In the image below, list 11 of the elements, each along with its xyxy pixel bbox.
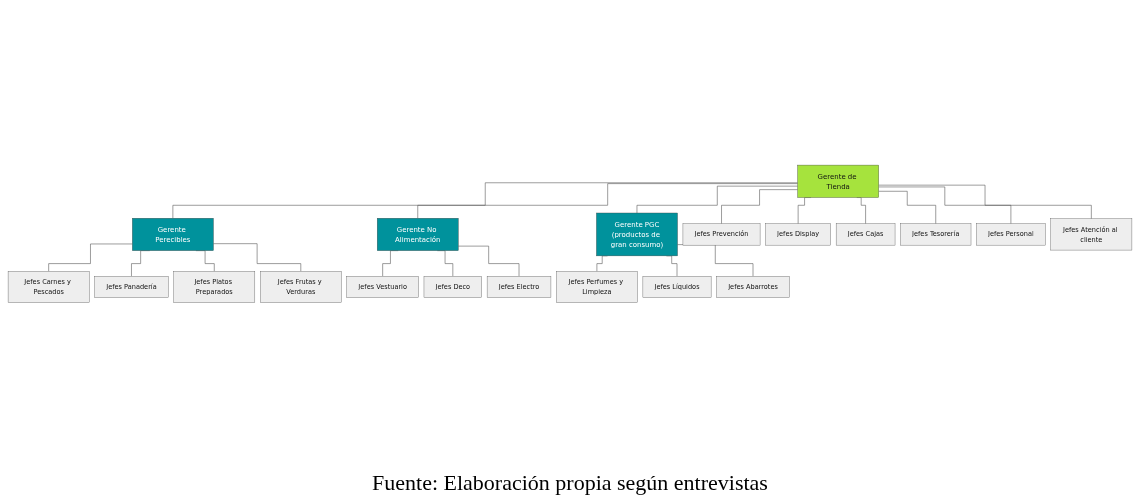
- connector: [878, 185, 1092, 220]
- connector: [878, 186, 1012, 225]
- connector: [172, 182, 798, 219]
- connector: [721, 189, 798, 225]
- connector: [48, 243, 133, 272]
- connector: [458, 245, 520, 277]
- connector: [878, 191, 937, 225]
- connector: [417, 183, 798, 219]
- connector: [213, 243, 302, 272]
- caption: Fuente: Elaboración propia según entrevistas: [372, 470, 768, 496]
- connector: [636, 186, 798, 214]
